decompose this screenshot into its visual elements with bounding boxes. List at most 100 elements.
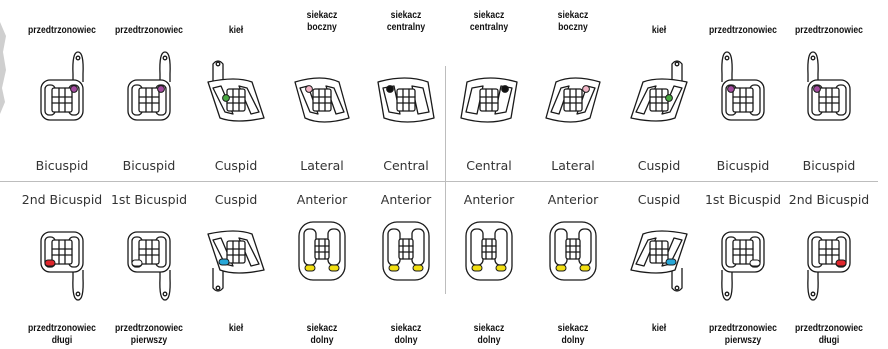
pink-marker-dot — [583, 86, 590, 93]
polish-label-top-line: kieł — [652, 24, 666, 36]
polish-label-top-line: siekacz — [558, 9, 589, 21]
bracket-bicuspid-upper — [41, 52, 83, 120]
polish-label-top: przedtrzonowiec — [795, 24, 863, 36]
english-label-top: Bicuspid — [36, 158, 89, 173]
polish-label-bottom-line: siekacz — [474, 322, 505, 334]
english-label-top: Bicuspid — [803, 158, 856, 173]
english-label-top: Bicuspid — [123, 158, 176, 173]
green-marker-dot — [223, 95, 230, 102]
white-marker-pill — [132, 260, 142, 266]
bracket-anterior-lower — [299, 222, 345, 280]
yellow-marker-pill — [305, 265, 315, 271]
polish-label-top-line: przedtrzonowiec — [115, 24, 183, 36]
english-label-bottom: Anterior — [381, 192, 431, 207]
bracket-cuspid-lower — [631, 231, 687, 291]
bracket-bicuspid-lower — [808, 232, 850, 300]
english-label-bottom: Anterior — [464, 192, 514, 207]
bracket-cuspid-upper — [631, 61, 687, 121]
polish-label-top-line: przedtrzonowiec — [28, 24, 96, 36]
yellow-marker-pill — [413, 265, 423, 271]
polish-label-top-line: przedtrzonowiec — [709, 24, 777, 36]
bracket-cuspid-lower — [208, 231, 264, 291]
polish-label-bottom-line: siekacz — [307, 322, 338, 334]
bracket-cuspid-upper — [208, 61, 264, 121]
polish-label-top-line: centralny — [387, 21, 425, 33]
polish-label-top-line: centralny — [470, 21, 508, 33]
bracket-lateral-upper — [295, 78, 349, 122]
english-label-top: Lateral — [551, 158, 595, 173]
polish-label-bottom: siekaczdolny — [391, 322, 422, 346]
english-label-top: Bicuspid — [717, 158, 770, 173]
polish-label-top-line: siekacz — [307, 9, 338, 21]
polish-label-bottom-line: pierwszy — [709, 334, 777, 346]
polish-label-bottom-line: przedtrzonowiec — [709, 322, 777, 334]
blue-marker-pill — [219, 259, 229, 265]
polish-label-bottom-line: przedtrzonowiec — [795, 322, 863, 334]
english-label-bottom: 1st Bicuspid — [111, 192, 187, 207]
english-label-bottom: Cuspid — [638, 192, 681, 207]
polish-label-top-line: siekacz — [387, 9, 425, 21]
blue-marker-pill — [666, 259, 676, 265]
polish-label-top: przedtrzonowiec — [709, 24, 777, 36]
black-marker-dot — [387, 86, 394, 93]
bracket-bicuspid-lower — [128, 232, 170, 300]
english-label-bottom: 1st Bicuspid — [705, 192, 781, 207]
polish-label-bottom-line: długi — [28, 334, 96, 346]
polish-label-bottom-line: dolny — [391, 334, 422, 346]
pink-marker-dot — [306, 86, 313, 93]
english-label-top: Cuspid — [638, 158, 681, 173]
purple-marker-dot — [728, 86, 735, 93]
polish-label-bottom-line: kieł — [652, 322, 666, 334]
polish-label-top-line: boczny — [558, 21, 589, 33]
black-marker-dot — [502, 86, 509, 93]
white-marker-pill — [750, 260, 760, 266]
english-label-top: Cuspid — [215, 158, 258, 173]
yellow-marker-pill — [496, 265, 506, 271]
red-marker-pill — [836, 260, 846, 266]
bracket-bicuspid-lower — [41, 232, 83, 300]
polish-label-top: przedtrzonowiec — [28, 24, 96, 36]
yellow-marker-pill — [556, 265, 566, 271]
english-label-bottom: Cuspid — [215, 192, 258, 207]
english-label-top: Central — [383, 158, 429, 173]
yellow-marker-pill — [389, 265, 399, 271]
bracket-anterior-lower — [466, 222, 512, 280]
polish-label-bottom: kieł — [229, 322, 243, 334]
polish-label-bottom-line: dolny — [307, 334, 338, 346]
polish-label-bottom-line: pierwszy — [115, 334, 183, 346]
bracket-lateral-upper — [546, 78, 600, 122]
bracket-anterior-lower — [383, 222, 429, 280]
english-label-bottom: Anterior — [548, 192, 598, 207]
english-label-top: Lateral — [300, 158, 344, 173]
polish-label-top-line: kieł — [229, 24, 243, 36]
polish-label-bottom-line: kieł — [229, 322, 243, 334]
bracket-central-upper — [378, 78, 434, 122]
english-label-bottom: 2nd Bicuspid — [789, 192, 869, 207]
polish-label-bottom: kieł — [652, 322, 666, 334]
polish-label-top-line: boczny — [307, 21, 338, 33]
bracket-anterior-lower — [550, 222, 596, 280]
polish-label-bottom-line: dolny — [474, 334, 505, 346]
english-label-bottom: 2nd Bicuspid — [22, 192, 102, 207]
bracket-bicuspid-upper — [128, 52, 170, 120]
english-label-top: Central — [466, 158, 512, 173]
polish-label-top: siekaczboczny — [558, 9, 589, 33]
polish-label-top-line: przedtrzonowiec — [795, 24, 863, 36]
polish-label-bottom-line: dolny — [558, 334, 589, 346]
bracket-bicuspid-upper — [808, 52, 850, 120]
purple-marker-dot — [814, 86, 821, 93]
yellow-marker-pill — [580, 265, 590, 271]
red-marker-pill — [45, 260, 55, 266]
polish-label-bottom-line: przedtrzonowiec — [28, 322, 96, 334]
